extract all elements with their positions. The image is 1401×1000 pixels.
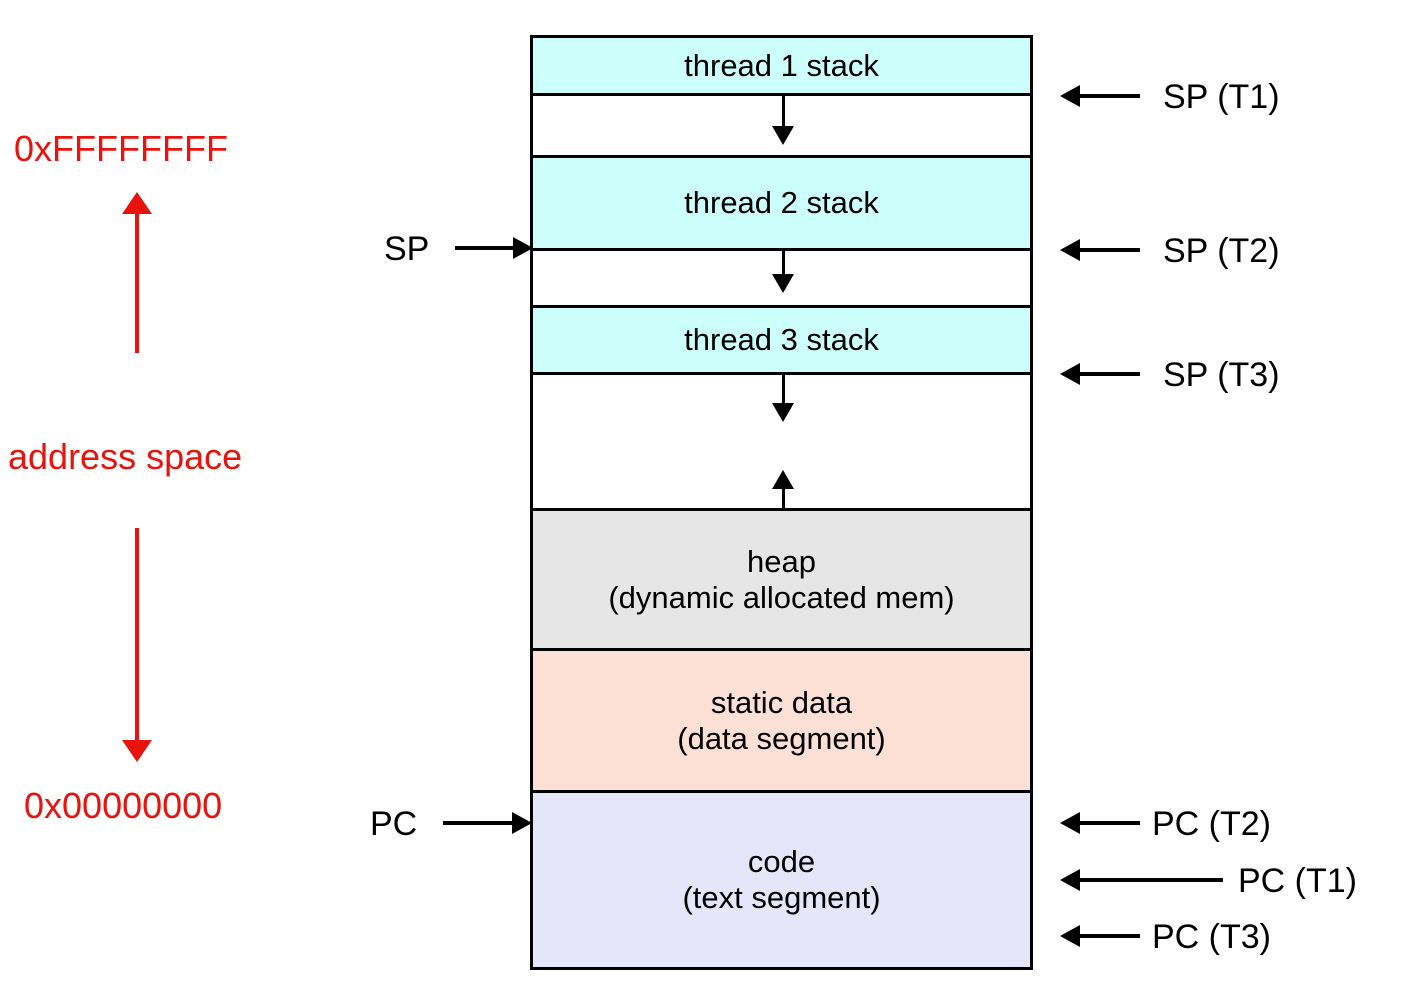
arrow-down-icon	[122, 740, 152, 762]
segment-thread1-stack: thread 1 stack	[533, 38, 1030, 93]
segment-divider	[530, 93, 1033, 96]
sp-t1-line	[1078, 94, 1140, 98]
sp-t2-line	[1078, 248, 1140, 252]
arrow-down-icon	[772, 403, 794, 422]
sp-t3-label: SP (T3)	[1163, 356, 1280, 394]
segment-divider	[530, 508, 1033, 511]
segment-label-line1: thread 1 stack	[684, 47, 879, 83]
arrow-right-icon	[512, 812, 532, 834]
segment-label-line2: (data segment)	[677, 720, 886, 756]
stack1-growth-line	[782, 93, 785, 126]
stack3-growth-line	[782, 372, 785, 403]
address-space-label: address space	[8, 436, 243, 477]
sp-t1-label: SP (T1)	[1163, 78, 1280, 116]
arrow-left-icon	[1060, 869, 1080, 891]
sp-pointer-line	[455, 246, 517, 250]
segment-divider	[530, 790, 1033, 793]
pc-t2-line	[1078, 821, 1140, 825]
segment-thread2-stack: thread 2 stack	[533, 158, 1030, 248]
pc-t1-line	[1078, 878, 1223, 882]
segment-gap1	[533, 96, 1030, 155]
pc-t2-label: PC (T2)	[1152, 805, 1271, 843]
arrow-right-icon	[513, 237, 533, 259]
arrow-left-icon	[1060, 363, 1080, 385]
segment-label-line1: code	[747, 844, 816, 880]
arrow-left-icon	[1060, 925, 1080, 947]
pc-t3-label: PC (T3)	[1152, 918, 1271, 956]
segment-divider	[530, 305, 1033, 308]
pc-pointer-line	[443, 821, 515, 825]
address-bottom-label: 0x00000000	[24, 785, 223, 826]
pc-t1-label: PC (T1)	[1238, 862, 1357, 900]
address-scale-down-line	[135, 528, 139, 741]
pc-pointer-label: PC	[370, 805, 418, 843]
segment-label-line1: heap	[747, 543, 816, 579]
address-scale-up-line	[135, 210, 139, 353]
segment-divider	[530, 155, 1033, 158]
pc-t3-line	[1078, 934, 1140, 938]
segment-static-data: static data (data segment)	[533, 651, 1030, 790]
sp-pointer-label: SP	[384, 230, 430, 268]
arrow-up-icon	[122, 192, 152, 214]
segment-label-line2: (dynamic allocated mem)	[608, 579, 955, 615]
arrow-left-icon	[1060, 85, 1080, 107]
address-top-label: 0xFFFFFFFF	[14, 128, 228, 169]
sp-t3-line	[1078, 372, 1140, 376]
segment-divider	[530, 648, 1033, 651]
segment-divider	[530, 248, 1033, 251]
arrow-left-icon	[1060, 812, 1080, 834]
stack2-growth-line	[782, 248, 785, 274]
segment-label-line1: thread 3 stack	[684, 322, 879, 358]
segment-label-line1: static data	[710, 684, 853, 720]
arrow-down-icon	[772, 274, 794, 293]
segment-label-line1: thread 2 stack	[684, 185, 879, 221]
arrow-down-icon	[772, 126, 794, 145]
arrow-up-icon	[772, 470, 794, 489]
segment-thread3-stack: thread 3 stack	[533, 308, 1030, 372]
segment-heap: heap (dynamic allocated mem)	[533, 511, 1030, 648]
heap-growth-line	[782, 489, 785, 508]
arrow-left-icon	[1060, 239, 1080, 261]
segment-code: code (text segment)	[533, 793, 1030, 967]
segment-label-line2: (text segment)	[682, 880, 881, 915]
sp-t2-label: SP (T2)	[1163, 232, 1280, 270]
segment-divider	[530, 372, 1033, 375]
